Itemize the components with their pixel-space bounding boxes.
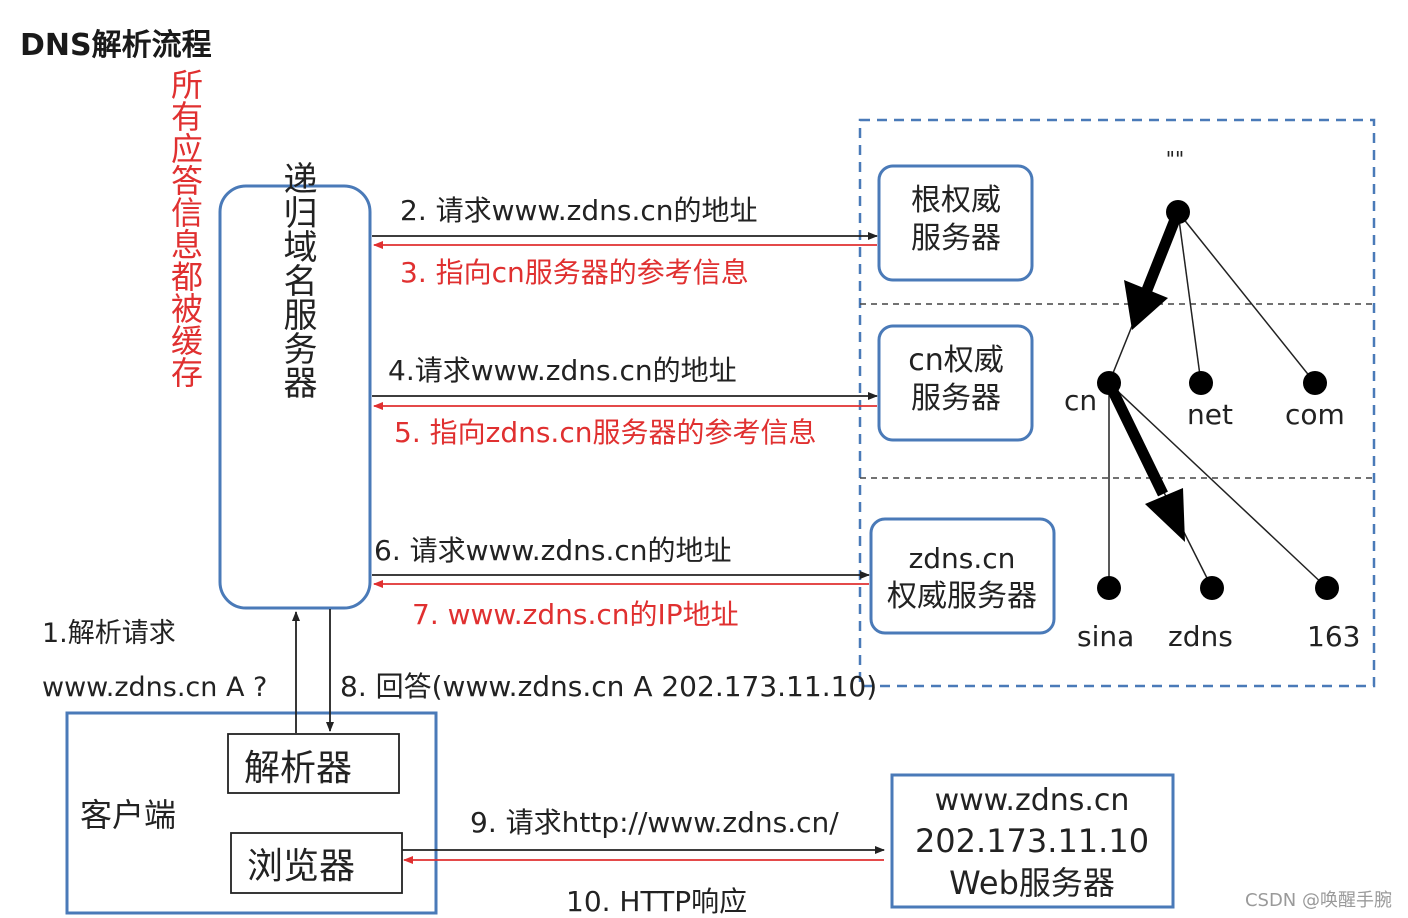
step8-label: 8. 回答(www.zdns.cn A 202.173.11.10) [340,670,877,703]
tree-label-zdns: zdns [1168,620,1233,653]
watermark: CSDN @唤醒手腕 [1244,890,1392,911]
tree-label-com: com [1285,398,1345,431]
cn-server-line2: 服务器 [911,381,1001,416]
step7-label: 7. www.zdns.cn的IP地址 [412,598,739,631]
tree-node-zdns [1200,576,1224,600]
step5-label: 5. 指向zdns.cn服务器的参考信息 [394,416,816,449]
cache-note: 所有应答信息都被缓存 [166,68,204,388]
root-server-line1: 根权威 [911,183,1001,218]
web-server-line1: www.zdns.cn [935,783,1130,818]
client-label: 客户端 [80,796,176,834]
tree-label-cn: cn [1064,384,1097,417]
step1-label-line1: 1.解析请求 [42,618,176,649]
tree-node-net [1189,371,1213,395]
web-server-line3: Web服务器 [949,864,1115,902]
tree-node-163 [1315,576,1339,600]
tree-root-label: "" [1166,147,1184,171]
step1-label-line2: www.zdns.cn A ? [42,672,267,703]
client-box: 客户端 解析器 浏览器 [65,711,438,915]
recursive-server-box: 递归域名服务器 [218,161,372,610]
tree-node-sina [1097,576,1121,600]
web-server-line2: 202.173.11.10 [915,822,1149,860]
tree-node-root [1166,200,1190,224]
cn-server-box: cn权威 服务器 [877,324,1034,442]
recursive-server-label: 递归域名服务器 [277,161,317,399]
browser-label: 浏览器 [247,846,355,887]
step3-label: 3. 指向cn服务器的参考信息 [400,256,749,289]
authority-zone [858,118,1376,688]
zdns-server-line2: 权威服务器 [887,579,1037,614]
page-title: DNS解析流程 [20,28,212,63]
root-server-line2: 服务器 [911,221,1001,256]
zdns-server-box: zdns.cn 权威服务器 [869,517,1056,635]
browser-box [230,832,403,894]
tree-node-com [1303,371,1327,395]
tree-label-net: net [1187,398,1233,431]
step9-label: 9. 请求http://www.zdns.cn/ [470,806,839,839]
tree-label-163: 163 [1307,620,1360,653]
step2-label: 2. 请求www.zdns.cn的地址 [400,194,758,227]
web-server-box: www.zdns.cn 202.173.11.10 Web服务器 [890,773,1175,909]
step6-label: 6. 请求www.zdns.cn的地址 [374,534,732,567]
resolver-box [227,733,400,794]
zdns-server-line1: zdns.cn [909,542,1016,575]
step10-label: 10. HTTP响应 [566,885,747,918]
tree-label-sina: sina [1077,620,1134,653]
resolver-label: 解析器 [244,748,352,789]
root-server-box: 根权威 服务器 [877,164,1034,282]
tree-node-cn [1097,371,1121,395]
step4-label: 4.请求www.zdns.cn的地址 [388,354,737,387]
domain-tree: "" cn net com sina zdns 163 [1064,147,1360,653]
cn-server-line1: cn权威 [908,343,1004,378]
